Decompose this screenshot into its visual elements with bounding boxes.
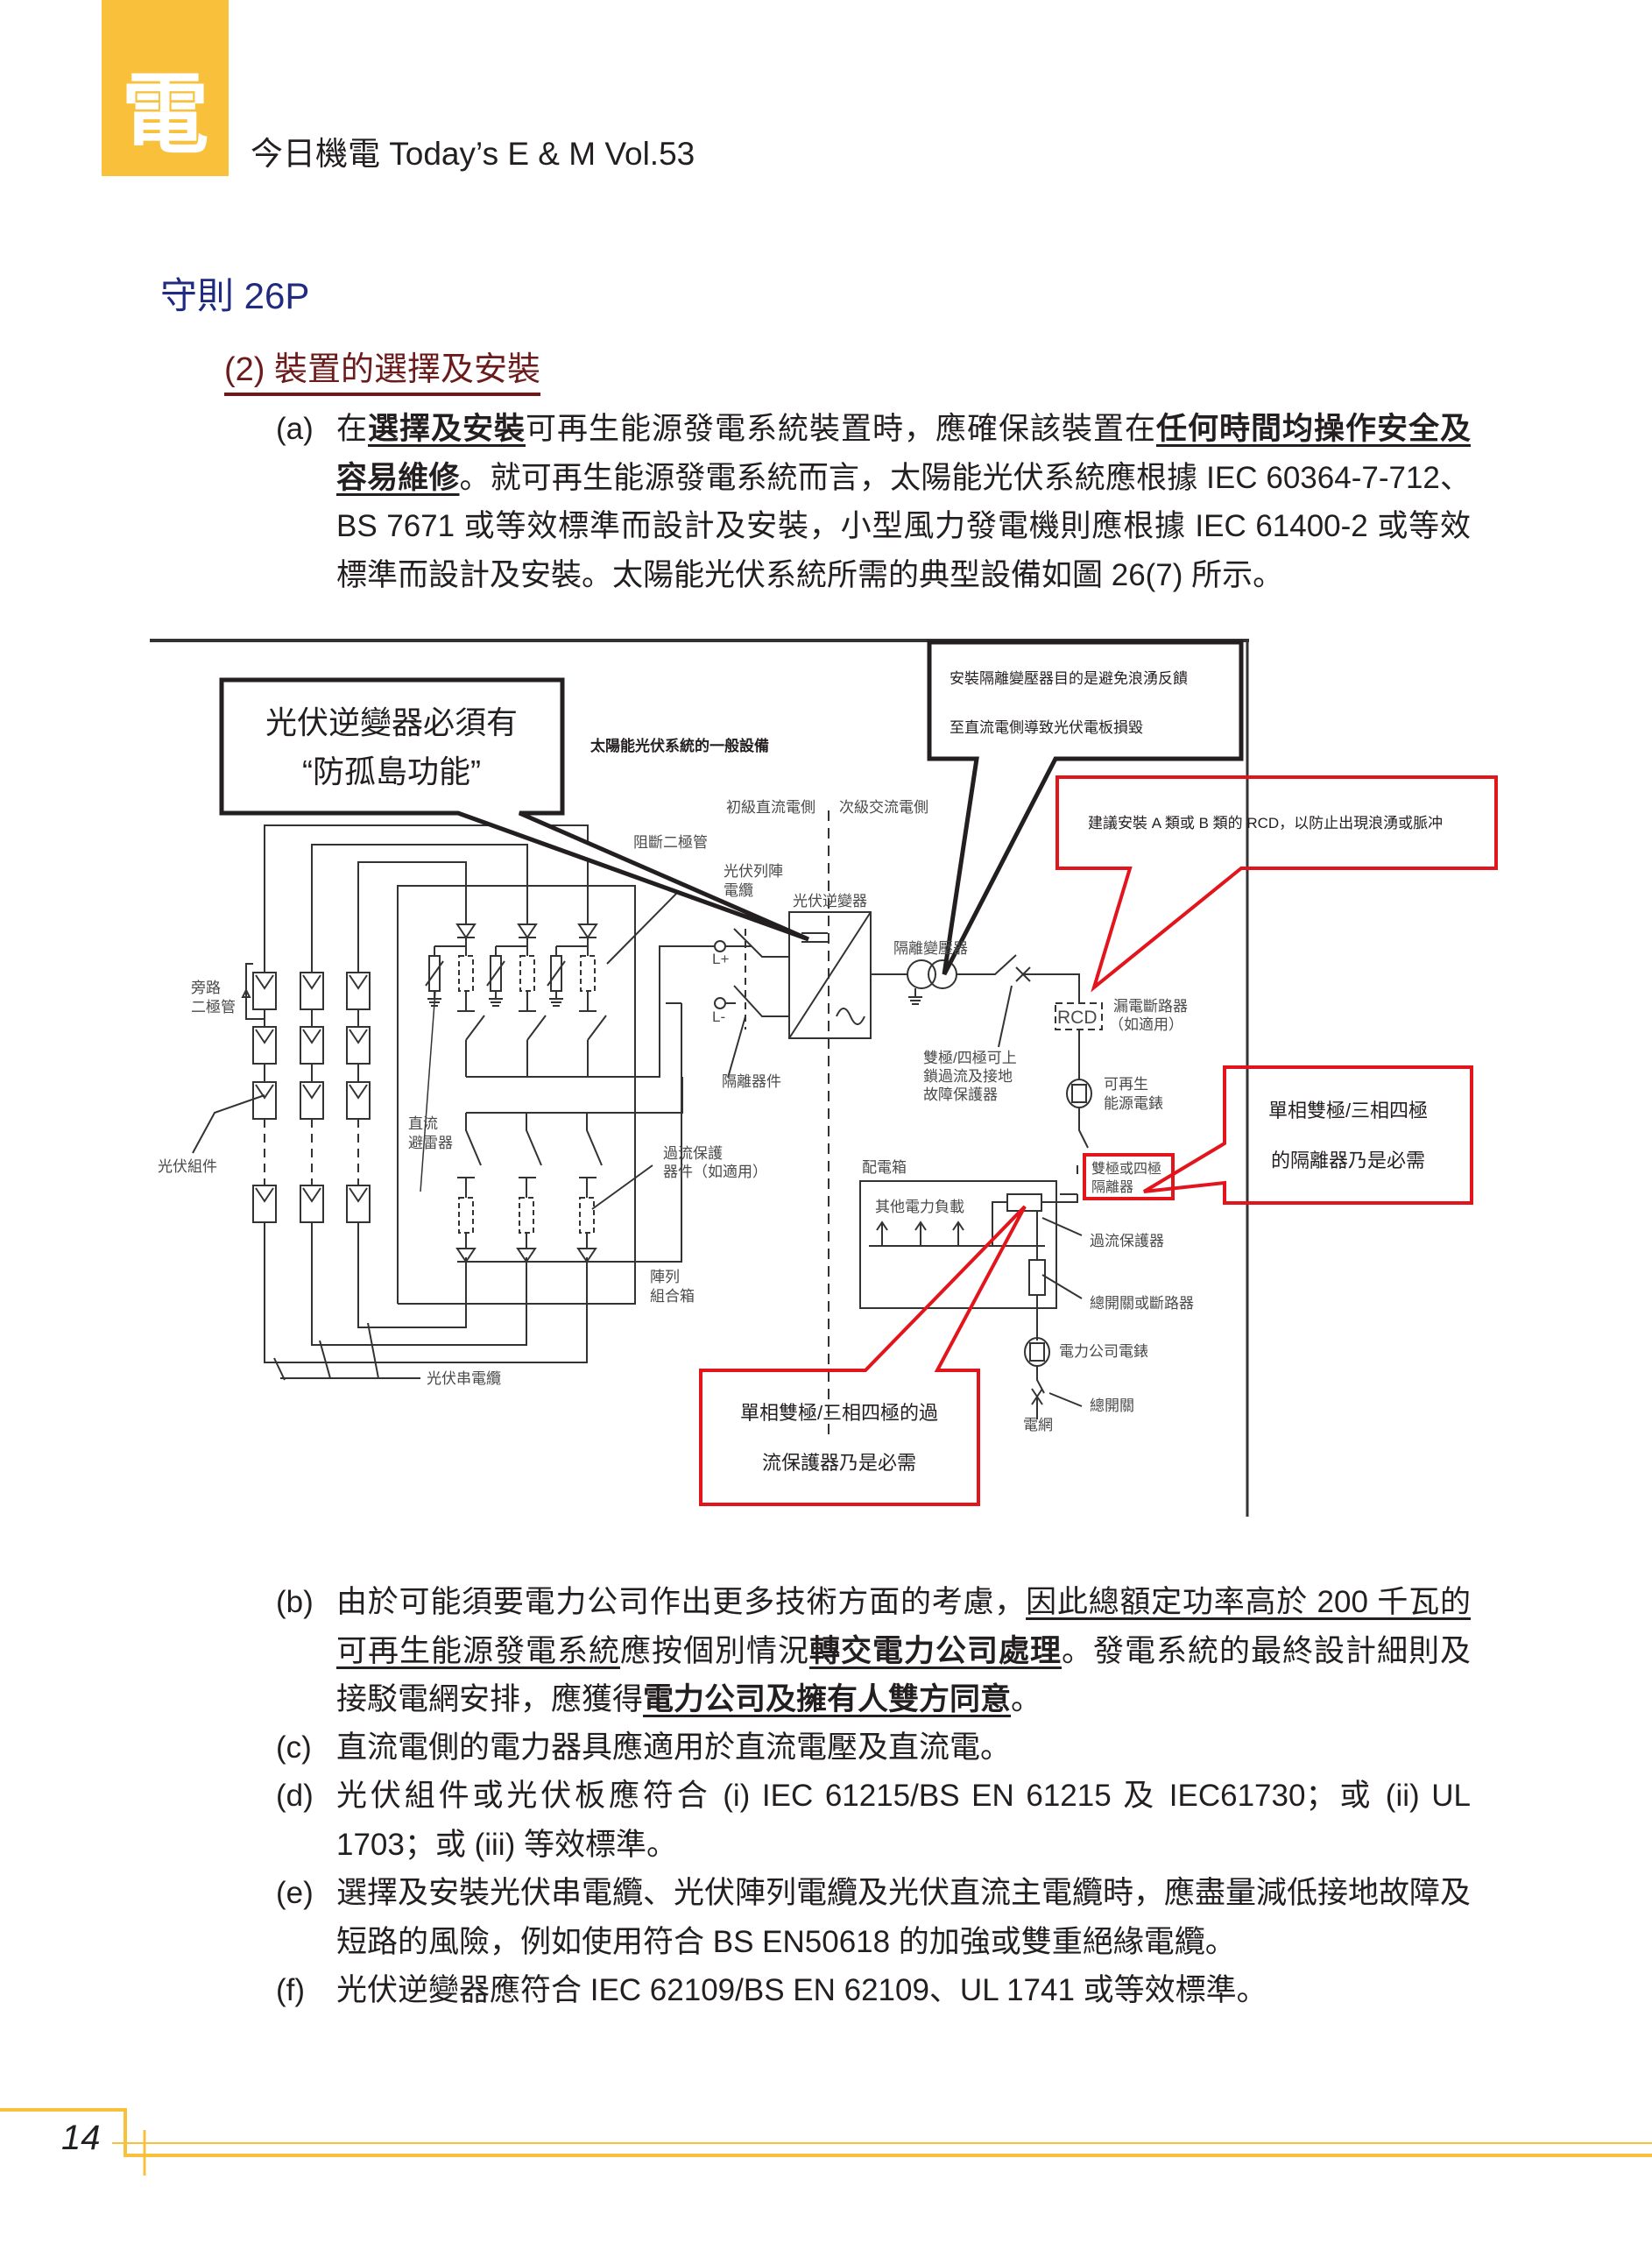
- paragraph-label: (a): [276, 412, 314, 446]
- page-number: 14: [61, 2119, 101, 2157]
- paragraph-label: (f): [276, 1973, 306, 2007]
- paragraph-d: (d) 光伏組件或光伏板應符合 (i) IEC 61215/BS EN 6121…: [276, 1772, 1471, 1869]
- label-pv-module: 光伏組件: [158, 1158, 217, 1175]
- label-rcd-box: RCD: [1057, 1008, 1098, 1028]
- label-isolation-transformer: 隔離變壓器: [893, 940, 968, 957]
- label-array-cable: 光伏列陣: [724, 863, 783, 880]
- callout-transformer: [927, 640, 1244, 976]
- callout-text: 光伏逆變器必須有: [265, 704, 518, 740]
- callout-text: 建議安裝 A 類或 B 類的 RCD，以防止出現浪湧或脈冲: [1088, 815, 1443, 831]
- label-bypass-diode: 二極管: [191, 999, 236, 1015]
- label-dist-board: 配電箱: [862, 1159, 907, 1176]
- callout-text: 單相雙極/三相四極: [1268, 1100, 1428, 1122]
- emphasis: 轉交電力公司處理: [809, 1633, 1062, 1668]
- label-ocp: 過流保護器: [1090, 1233, 1164, 1249]
- label-bypass-diode: 旁路: [191, 980, 221, 996]
- magazine-title: 今日機電 Today’s E & M Vol.53: [251, 136, 695, 172]
- callout-anti-islanding: [219, 677, 809, 942]
- footer-rule: [0, 2108, 1652, 2157]
- text: 應按個別情況: [620, 1633, 809, 1668]
- label-grid: 電網: [1023, 1417, 1053, 1433]
- label-rcd: 漏電斷路器: [1113, 998, 1188, 1015]
- label-l-minus: L-: [712, 1008, 725, 1025]
- label-isolator: 雙極或四極: [1091, 1161, 1161, 1177]
- text: 可再生能源發電系統裝置時，應確保該裝置在: [526, 412, 1156, 446]
- pv-modules-upper: [241, 963, 371, 1223]
- text: 由於可能須要電力公司作出更多技術方面的考慮，: [336, 1585, 1027, 1619]
- text: 在: [336, 412, 368, 446]
- label-array-junction: 組合箱: [650, 1288, 695, 1305]
- callout-rcd: [1055, 775, 1498, 993]
- label-main-switch-breaker: 總開關或斷路器: [1090, 1295, 1194, 1312]
- paragraph-f: (f) 光伏逆變器應符合 IEC 62109/BS EN 62109、UL 17…: [276, 1966, 1471, 2015]
- paragraph-label: (d): [276, 1779, 314, 1813]
- label-other-loads: 其他電力負載: [875, 1199, 964, 1215]
- paragraph-text: 光伏組件或光伏板應符合 (i) IEC 61215/BS EN 61215 及 …: [336, 1779, 1471, 1862]
- magazine-logo: 電: [121, 62, 209, 166]
- label-ocp-device: 器件（如適用）: [663, 1164, 767, 1180]
- callout-text: “防孤島功能”: [302, 754, 481, 789]
- label-utility-meter: 電力公司電錶: [1059, 1343, 1148, 1360]
- label-rcd: （如適用）: [1109, 1016, 1183, 1033]
- callout-text: 的隔離器乃是必需: [1271, 1150, 1425, 1171]
- paragraph-text: 光伏逆變器應符合 IEC 62109/BS EN 62109、UL 1741 或…: [336, 1973, 1267, 2007]
- rule-title: 守則 26P: [160, 275, 310, 316]
- emphasis: 電力公司及擁有人雙方同意: [643, 1682, 1012, 1716]
- label-array-junction: 陣列: [650, 1269, 680, 1285]
- diagram-title: 太陽能光伏系統的一般設備: [590, 737, 769, 754]
- label-ocp-device: 過流保護: [663, 1145, 723, 1162]
- label-lockable-protector: 雙極/四極可上: [923, 1050, 1017, 1066]
- paragraph-text: 選擇及安裝光伏串電纜、光伏陣列電纜及光伏直流主電纜時，應盡量減低接地故障及短路的…: [336, 1876, 1472, 1959]
- callout-text: 安裝隔離變壓器目的是避免浪湧反饋: [950, 670, 1188, 687]
- callout-ocp: [699, 1205, 1027, 1506]
- label-dc-side: 初級直流電側: [726, 799, 815, 816]
- label-lockable-protector: 故障保護器: [923, 1086, 998, 1103]
- label-blocking-diode: 阻斷二極管: [633, 834, 708, 851]
- label-re-meter: 可再生: [1104, 1076, 1148, 1093]
- label-main-switch: 總開關: [1090, 1397, 1134, 1414]
- label-l-plus: L+: [712, 951, 729, 967]
- paragraph-c: (c) 直流電側的電力器具應適用於直流電壓及直流電。: [276, 1723, 1471, 1772]
- label-isolator: 隔離器: [1091, 1179, 1133, 1195]
- label-isolator-device: 隔離器件: [722, 1073, 781, 1090]
- paragraph-b: (b) 由於可能須要電力公司作出更多技術方面的考慮，因此總額定功率高於 200 …: [276, 1578, 1471, 1724]
- logo-block: [102, 0, 229, 176]
- emphasis: 選擇及安裝: [368, 412, 526, 446]
- label-re-meter: 能源電錶: [1104, 1095, 1163, 1112]
- paragraph-label: (e): [276, 1876, 314, 1910]
- callout-text: 單相雙極/三相四極的過: [740, 1402, 938, 1424]
- label-lockable-protector: 鎖過流及接地: [923, 1068, 1013, 1085]
- callout-isolator: [1142, 1065, 1473, 1205]
- paragraph-label: (b): [276, 1585, 314, 1619]
- label-string-cable: 光伏串電纜: [427, 1370, 501, 1387]
- sub-heading: (2) 裝置的選擇及安裝: [224, 347, 541, 396]
- label-inverter: 光伏逆變器: [793, 893, 867, 909]
- isolator-highlight: [1083, 1153, 1175, 1200]
- label-dc-surge: 避雷器: [408, 1135, 453, 1151]
- text: 。就可再生能源發電系統而言，太陽能光伏系統應根據 IEC 60364-7-712…: [336, 460, 1471, 592]
- paragraph-a: (a) 在選擇及安裝可再生能源發電系統裝置時，應確保該裝置在任何時間均操作安全及…: [276, 405, 1471, 599]
- label-ac-side: 次級交流電側: [839, 799, 928, 816]
- label-array-cable: 電纜: [724, 882, 753, 899]
- text: 。發電系統的最終設計細則及接駁電網安排，應獲得: [336, 1633, 1471, 1717]
- callout-text: 流保護器乃是必需: [762, 1452, 916, 1474]
- underlined-text: 因此總額定功率高於 200 千瓦的可再生能源發電系統: [336, 1585, 1471, 1668]
- paragraph-e: (e) 選擇及安裝光伏串電纜、光伏陣列電纜及光伏直流主電纜時，應盡量減低接地故障…: [276, 1869, 1471, 1966]
- callout-text: 至直流電側導致光伏電板損毀: [950, 719, 1143, 736]
- paragraph-label: (c): [276, 1730, 312, 1765]
- paragraph-text: 直流電側的電力器具應適用於直流電壓及直流電。: [336, 1730, 1012, 1765]
- emphasis: 任何時間均操作安全及容易維修: [336, 412, 1471, 495]
- distribution-board-symbol: [859, 1180, 1057, 1309]
- text: 。: [1011, 1682, 1042, 1716]
- label-dc-surge: 直流: [408, 1115, 438, 1132]
